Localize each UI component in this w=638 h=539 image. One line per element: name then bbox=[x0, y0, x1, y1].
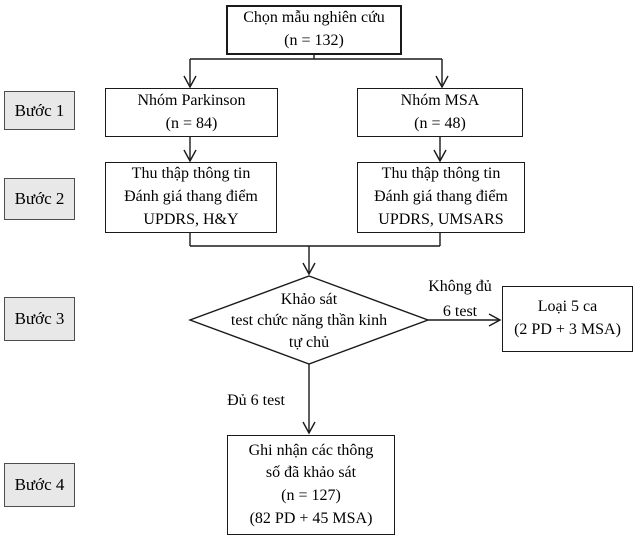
connector-line bbox=[189, 55, 443, 85]
arrowhead-down-icon bbox=[183, 149, 197, 163]
node-collect-pd-line-3: UPDRS, H&Y bbox=[143, 210, 239, 228]
node-final-line-4: (82 PD + 45 MSA) bbox=[249, 509, 373, 527]
node-final: Ghi nhận các thông số đã khảo sát (n = 1… bbox=[227, 435, 395, 535]
node-start-line-2: (n = 132) bbox=[284, 32, 344, 49]
node-collect-pd-line-1: Thu thập thông tin bbox=[131, 165, 251, 183]
node-msa-line-1: Nhóm MSA bbox=[400, 91, 480, 109]
node-parkinson-line-1: Nhóm Parkinson bbox=[137, 91, 246, 109]
edge-label-insufficient: Không đủ 6 test bbox=[418, 275, 502, 325]
node-decision-text: Khảo sát test chức năng thần kinh tự chủ bbox=[189, 287, 429, 355]
node-msa-line-2: (n = 48) bbox=[414, 114, 466, 132]
node-collect-msa-line-3: UPDRS, UMSARS bbox=[378, 210, 504, 228]
node-start: Chọn mẫu nghiên cứu (n = 132) bbox=[226, 5, 402, 55]
node-final-line-2: số đã khảo sát bbox=[265, 464, 357, 482]
step-label-2-text: Bước 2 bbox=[14, 189, 65, 208]
arrowhead-down-icon bbox=[302, 421, 316, 435]
connector-line bbox=[189, 233, 441, 273]
edge-collect-to-decision bbox=[189, 233, 441, 276]
arrowhead-down-icon bbox=[302, 262, 316, 276]
arrowhead-down-icon bbox=[433, 149, 447, 163]
node-collect-pd: Thu thập thông tin Đánh giá thang điểm U… bbox=[105, 162, 277, 233]
edge-label-insufficient-line-1: Không đủ bbox=[428, 278, 492, 295]
node-parkinson-group: Nhóm Parkinson (n = 84) bbox=[105, 88, 278, 137]
edge-label-sufficient-text: Đủ 6 test bbox=[227, 392, 285, 409]
node-final-line-3: (n = 127) bbox=[281, 487, 341, 504]
node-collect-msa-line-1: Thu thập thông tin bbox=[381, 165, 501, 183]
edge-label-sufficient: Đủ 6 test bbox=[215, 389, 297, 414]
node-decision-line-1: Khảo sát bbox=[280, 290, 338, 308]
node-start-line-1: Chọn mẫu nghiên cứu bbox=[243, 9, 385, 27]
node-decision-line-2: test chức năng thần kinh bbox=[230, 312, 388, 330]
edge-parkinson-to-collect bbox=[183, 137, 197, 163]
arrowhead-down-icon bbox=[183, 75, 197, 89]
node-excluded-line-1: Loại 5 ca bbox=[537, 298, 598, 316]
step-label-3-text: Bước 3 bbox=[14, 309, 65, 328]
edge-msa-to-collect bbox=[433, 137, 447, 163]
step-label-2: Bước 2 bbox=[4, 178, 75, 220]
node-collect-msa-line-2: Đánh giá thang điểm bbox=[374, 188, 508, 206]
node-collect-msa: Thu thập thông tin Đánh giá thang điểm U… bbox=[357, 162, 525, 233]
arrowhead-down-icon bbox=[435, 75, 449, 89]
node-msa-group: Nhóm MSA (n = 48) bbox=[357, 88, 523, 137]
node-collect-pd-line-2: Đánh giá thang điểm bbox=[124, 188, 258, 206]
node-decision-line-3: tự chủ bbox=[288, 333, 330, 351]
node-parkinson-line-2: (n = 84) bbox=[165, 114, 218, 132]
node-excluded: Loại 5 ca (2 PD + 3 MSA) bbox=[502, 286, 633, 352]
step-label-1: Bước 1 bbox=[4, 91, 75, 130]
step-label-3: Bước 3 bbox=[4, 297, 75, 341]
edge-decision-to-final bbox=[302, 364, 316, 435]
edge-label-insufficient-line-2: 6 test bbox=[442, 302, 478, 320]
node-excluded-line-2: (2 PD + 3 MSA) bbox=[514, 321, 621, 338]
edge-start-to-groups bbox=[183, 55, 449, 89]
step-label-4-text: Bước 4 bbox=[14, 475, 65, 494]
node-final-line-1: Ghi nhận các thông bbox=[248, 441, 374, 459]
step-label-4: Bước 4 bbox=[4, 463, 75, 507]
step-label-1-text: Bước 1 bbox=[14, 100, 65, 120]
